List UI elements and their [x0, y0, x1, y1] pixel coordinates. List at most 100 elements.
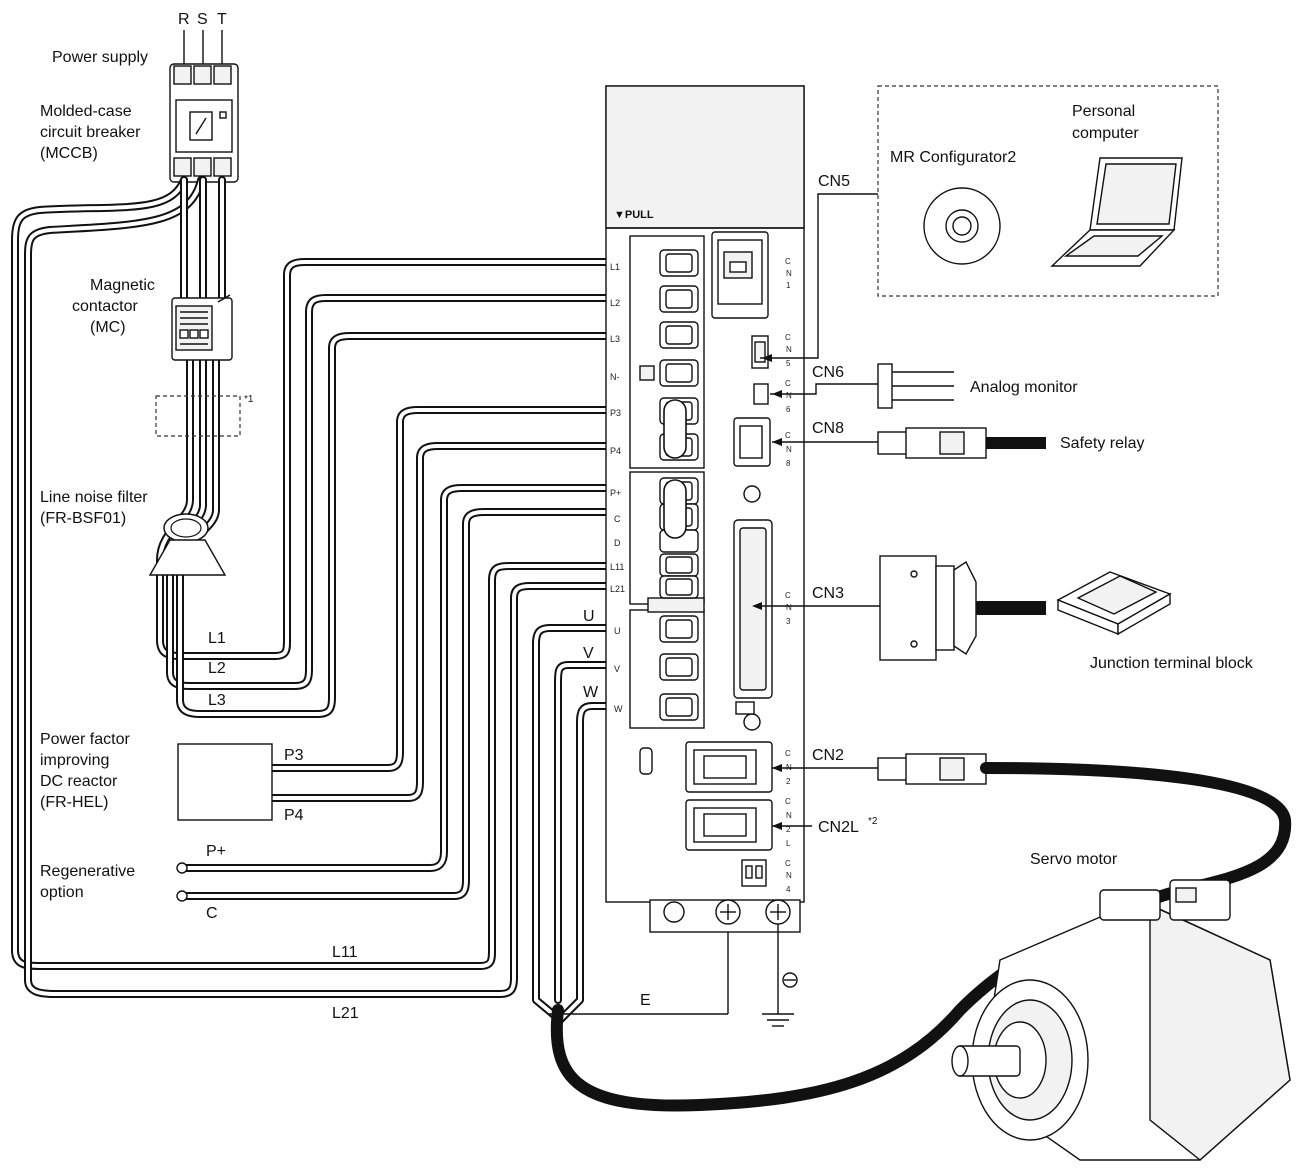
mccb-breaker	[169, 63, 239, 183]
cn5-connection-label: CN5	[818, 173, 850, 190]
cn8-c: C	[785, 431, 791, 440]
cn2l-c: C	[785, 797, 791, 806]
cn5-c: C	[785, 333, 791, 342]
junction-block-label: Junction terminal block	[1090, 655, 1254, 672]
cn4-n: N	[786, 871, 792, 880]
reactor-label-line3: DC reactor	[40, 773, 118, 790]
noise-filter-label-line1: Line noise filter	[40, 489, 148, 506]
magnetic-contactor	[171, 294, 233, 361]
cn2l-connection-label: CN2L	[818, 819, 859, 836]
regen-label-line2: option	[40, 884, 84, 901]
cn6-6: 6	[786, 405, 791, 414]
configurator-label: MR Configurator2	[890, 149, 1016, 166]
pplus-label: P+	[206, 843, 226, 860]
dc-reactor-box	[177, 743, 273, 821]
l21-label: L21	[332, 1005, 359, 1022]
cn6-c: C	[785, 379, 791, 388]
terminal-c: C	[614, 514, 621, 524]
cn3-connection-label: CN3	[812, 585, 844, 602]
cn6-n: N	[786, 391, 792, 400]
mc-label-line3: (MC)	[90, 319, 126, 336]
regen-terminal-c	[176, 890, 188, 902]
power-supply-group: R S T Power supply	[52, 11, 227, 70]
cn4-c: C	[785, 859, 791, 868]
l1-label: L1	[208, 630, 226, 647]
u-label: U	[583, 608, 595, 625]
cn3-3: 3	[786, 617, 791, 626]
safety-relay-label: Safety relay	[1060, 435, 1144, 452]
reactor-label-line2: improving	[40, 752, 109, 769]
safety-relay-plug	[877, 427, 1046, 459]
power-supply-label: Power supply	[52, 49, 148, 66]
terminal-pplus: P+	[610, 488, 621, 498]
cn1-n: N	[786, 269, 792, 278]
servo-motor-label: Servo motor	[1030, 851, 1118, 868]
phase-s-label: S	[197, 11, 208, 28]
cn8-connection-label: CN8	[812, 420, 844, 437]
terminal-l11: L11	[610, 562, 624, 572]
terminal-l2: L2	[610, 298, 620, 308]
cn8-n: N	[786, 445, 792, 454]
c-label: C	[206, 905, 218, 922]
terminal-l1: L1	[610, 262, 620, 272]
cn2-c: C	[785, 749, 791, 758]
cn3-n: N	[786, 603, 792, 612]
note1-marker: *1	[244, 394, 254, 405]
junction-terminal-block-icon	[1056, 571, 1172, 636]
cn1-c: C	[785, 257, 791, 266]
line-noise-filter	[148, 513, 227, 576]
terminal-l21: L21	[610, 584, 625, 594]
analog-monitor-label: Analog monitor	[970, 379, 1078, 396]
l11-label: L11	[332, 944, 358, 961]
l3-label: L3	[208, 692, 226, 709]
mccb-label-line3: (MCCB)	[40, 145, 98, 162]
servo-amplifier: ▼PULL L1 L2	[605, 85, 805, 933]
note2-marker: *2	[868, 816, 878, 827]
phase-r-label: R	[178, 11, 190, 28]
terminal-p3: P3	[610, 408, 621, 418]
cn2l-l: L	[786, 839, 791, 848]
cn1-1: 1	[786, 281, 791, 290]
cn6-connection-label: CN6	[812, 364, 844, 381]
pc-label-line2: computer	[1072, 125, 1139, 142]
cn8-8: 8	[786, 459, 791, 468]
terminal-p4: P4	[610, 446, 621, 456]
servo-motor	[951, 879, 1291, 1161]
optional-device-box	[155, 395, 241, 437]
cn2l-2: 2	[786, 825, 791, 834]
mc-label-line1: Magnetic	[90, 277, 155, 294]
terminal-l3: L3	[610, 334, 620, 344]
noise-filter-label-line2: (FR-BSF01)	[40, 510, 126, 527]
cn3-connector	[879, 555, 1046, 661]
cn5-n: N	[786, 345, 792, 354]
pull-label: ▼PULL	[614, 209, 654, 221]
encoder-plug	[877, 753, 987, 785]
l2-label: L2	[208, 660, 226, 677]
cn2-2: 2	[786, 777, 791, 786]
cd-disc-icon	[923, 187, 1001, 265]
regen-label-line1: Regenerative	[40, 863, 135, 880]
cn5-5: 5	[786, 359, 791, 368]
phase-t-label: T	[217, 11, 227, 28]
e-label: E	[640, 992, 651, 1009]
cn4-4: 4	[786, 885, 791, 894]
cn2-connection-label: CN2	[812, 747, 844, 764]
w-label: W	[583, 684, 599, 701]
regen-terminal-pplus	[176, 862, 188, 874]
reactor-label-line1: Power factor	[40, 731, 130, 748]
pc-software-box	[877, 85, 1219, 297]
terminal-u: U	[614, 626, 621, 636]
reactor-label-line4: (FR-HEL)	[40, 794, 108, 811]
terminal-n: N-	[610, 372, 620, 382]
terminal-d: D	[614, 538, 621, 548]
p4-label: P4	[284, 807, 304, 824]
mccb-label-line2: circuit breaker	[40, 124, 141, 141]
cn2l-n: N	[786, 811, 792, 820]
laptop-icon	[1050, 157, 1183, 267]
mccb-label-line1: Molded-case	[40, 103, 132, 120]
pc-label-line1: Personal	[1072, 103, 1135, 120]
terminal-screws	[639, 249, 699, 721]
p3-label: P3	[284, 747, 304, 764]
ground-symbol	[762, 924, 798, 1027]
